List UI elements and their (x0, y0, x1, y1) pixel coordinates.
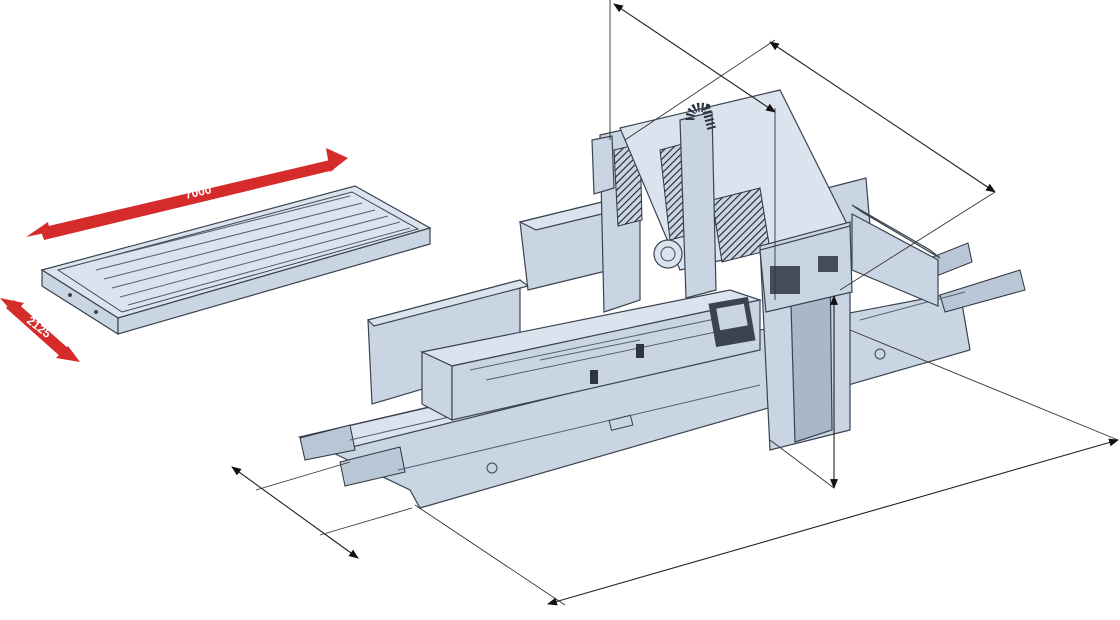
table-length-label: 7000 (184, 182, 213, 202)
arrowhead-icon (56, 346, 80, 362)
worktable (40, 185, 432, 336)
gantry (591, 89, 853, 451)
overall-dimensions (231, 0, 1119, 606)
table-length-dimension: 7000 (26, 148, 348, 240)
arrowhead-icon (326, 148, 348, 172)
machine-table (420, 289, 763, 421)
table-width-dimension: 2125 (0, 298, 80, 362)
